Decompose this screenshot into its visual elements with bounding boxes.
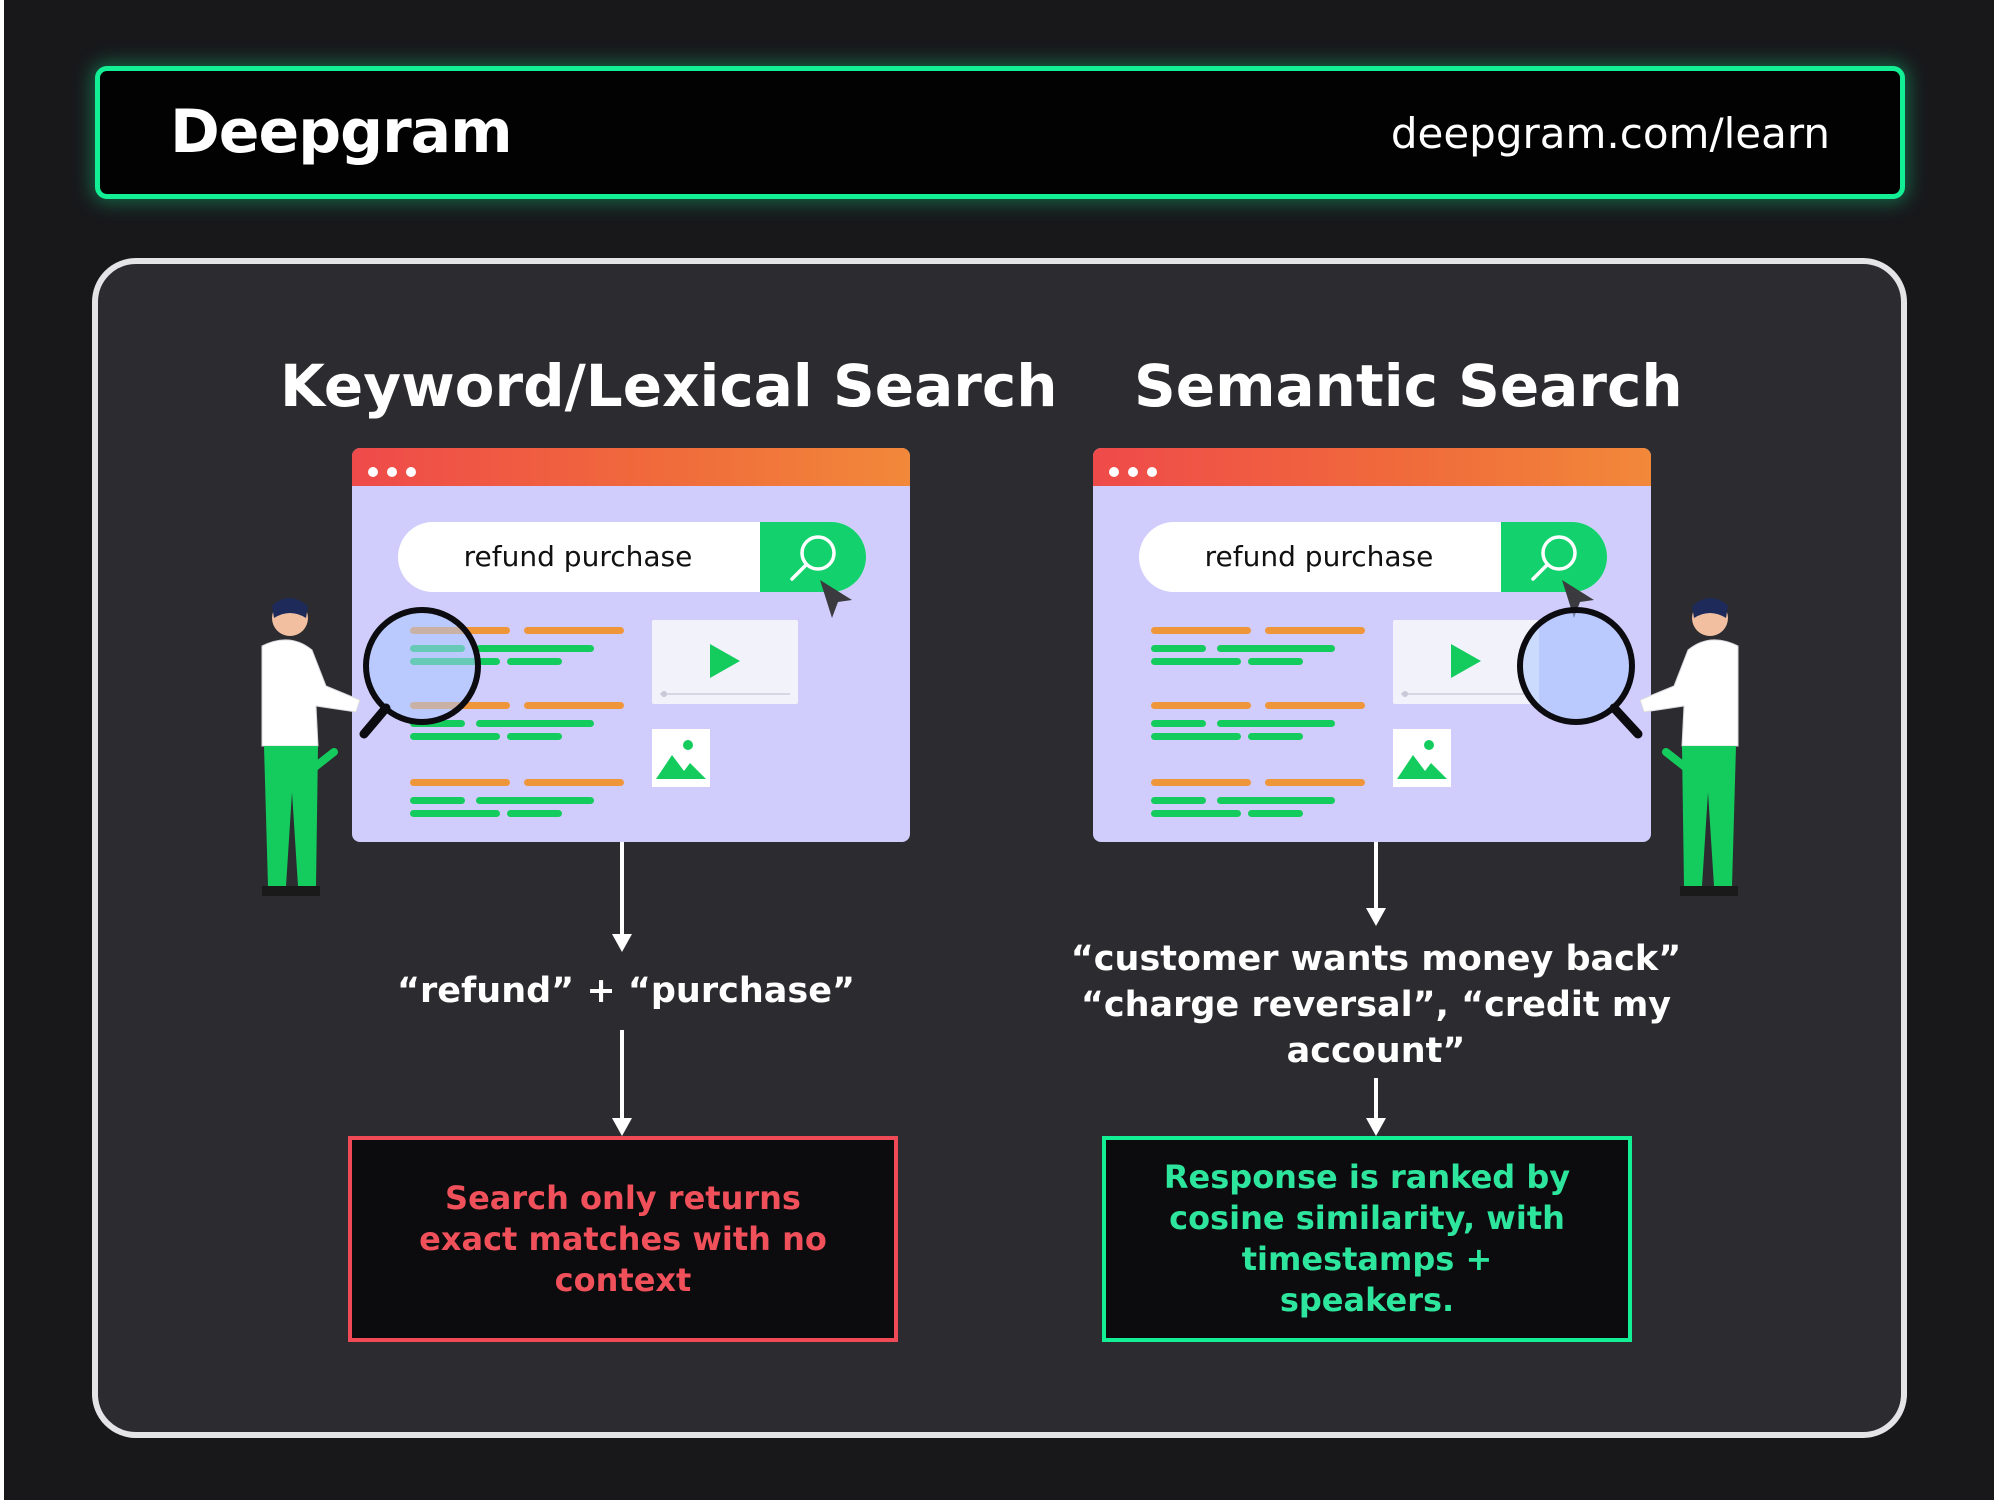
semantic-search-title: Semantic Search xyxy=(1134,352,1683,420)
result-line xyxy=(1151,810,1241,817)
keyword-browser-window: refund purchase xyxy=(352,448,910,842)
image-thumbnail xyxy=(652,729,710,787)
result-line xyxy=(1217,645,1335,652)
play-icon xyxy=(1401,644,1531,697)
keyword-result-box: Search only returns exact matches with n… xyxy=(348,1136,898,1342)
header-bar: Deepgram deepgram.com/learn xyxy=(95,66,1905,199)
keyword-search-button[interactable] xyxy=(760,522,866,592)
image-icon xyxy=(656,740,706,779)
search-icon xyxy=(790,535,836,581)
play-icon xyxy=(660,644,790,697)
window-dots xyxy=(1109,462,1166,481)
result-line xyxy=(1151,779,1251,786)
result-line xyxy=(476,720,594,727)
result-line xyxy=(1248,658,1303,665)
result-line xyxy=(524,779,624,786)
browser-title-bar xyxy=(352,448,910,486)
semantic-search-button[interactable] xyxy=(1501,522,1607,592)
arrow-down-icon xyxy=(612,842,632,952)
result-line xyxy=(507,810,562,817)
arrow-down-icon xyxy=(1366,842,1386,926)
result-line xyxy=(507,733,562,740)
result-line xyxy=(524,627,624,634)
video-thumbnail xyxy=(652,620,798,704)
keyword-search-box[interactable]: refund purchase xyxy=(398,522,866,592)
result-line xyxy=(410,779,510,786)
result-line xyxy=(507,658,562,665)
semantic-related-phrases: “customer wants money back” “charge reve… xyxy=(1060,936,1692,1074)
person-figure-left xyxy=(261,598,361,896)
video-thumbnail xyxy=(1393,620,1539,704)
result-line xyxy=(410,733,500,740)
related-phrase-line: account” xyxy=(1286,1031,1466,1071)
result-line xyxy=(410,810,500,817)
arrow-down-icon xyxy=(1366,1078,1386,1136)
result-line xyxy=(410,720,465,727)
result-line xyxy=(1265,779,1365,786)
result-line xyxy=(1265,627,1365,634)
magnifier-icon xyxy=(1517,607,1643,739)
result-line xyxy=(476,797,594,804)
keyword-matched-terms: “refund” + “purchase” xyxy=(397,971,855,1011)
keyword-search-query: refund purchase xyxy=(463,540,693,573)
result-line xyxy=(524,702,624,709)
result-line xyxy=(1151,627,1251,634)
window-dots xyxy=(368,462,425,481)
result-line xyxy=(1265,702,1365,709)
cursor-icon xyxy=(820,580,852,618)
result-line xyxy=(1151,797,1206,804)
keyword-result-text: Search only returns exact matches with n… xyxy=(419,1178,827,1299)
brand-logo[interactable]: Deepgram xyxy=(170,97,513,167)
search-icon xyxy=(1531,535,1577,581)
arrow-down-icon xyxy=(612,1030,632,1136)
image-thumbnail xyxy=(1393,729,1451,787)
cursor-icon xyxy=(1562,580,1594,618)
semantic-result-text: Response is ranked by cosine similarity,… xyxy=(1163,1158,1571,1319)
semantic-result-box: Response is ranked by cosine similarity,… xyxy=(1102,1136,1632,1342)
semantic-search-query: refund purchase xyxy=(1204,540,1434,573)
result-line xyxy=(1217,797,1335,804)
result-line xyxy=(1248,733,1303,740)
related-phrase-line: “charge reversal”, “credit my xyxy=(1080,985,1672,1025)
result-line xyxy=(476,645,594,652)
person-figure-right xyxy=(1639,598,1739,896)
browser-title-bar xyxy=(1093,448,1651,486)
header-url[interactable]: deepgram.com/learn xyxy=(1390,109,1830,158)
related-phrase-line: “customer wants money back” xyxy=(1070,939,1682,979)
result-line xyxy=(410,797,465,804)
result-line xyxy=(1151,645,1206,652)
result-line xyxy=(1151,720,1206,727)
result-line xyxy=(1248,810,1303,817)
semantic-search-box[interactable]: refund purchase xyxy=(1139,522,1607,592)
result-line xyxy=(1151,658,1241,665)
magnifier-icon xyxy=(359,607,481,739)
image-icon xyxy=(1397,740,1447,779)
keyword-search-title: Keyword/Lexical Search xyxy=(280,352,1058,420)
result-line xyxy=(1151,702,1251,709)
result-line xyxy=(1217,720,1335,727)
result-line xyxy=(1151,733,1241,740)
